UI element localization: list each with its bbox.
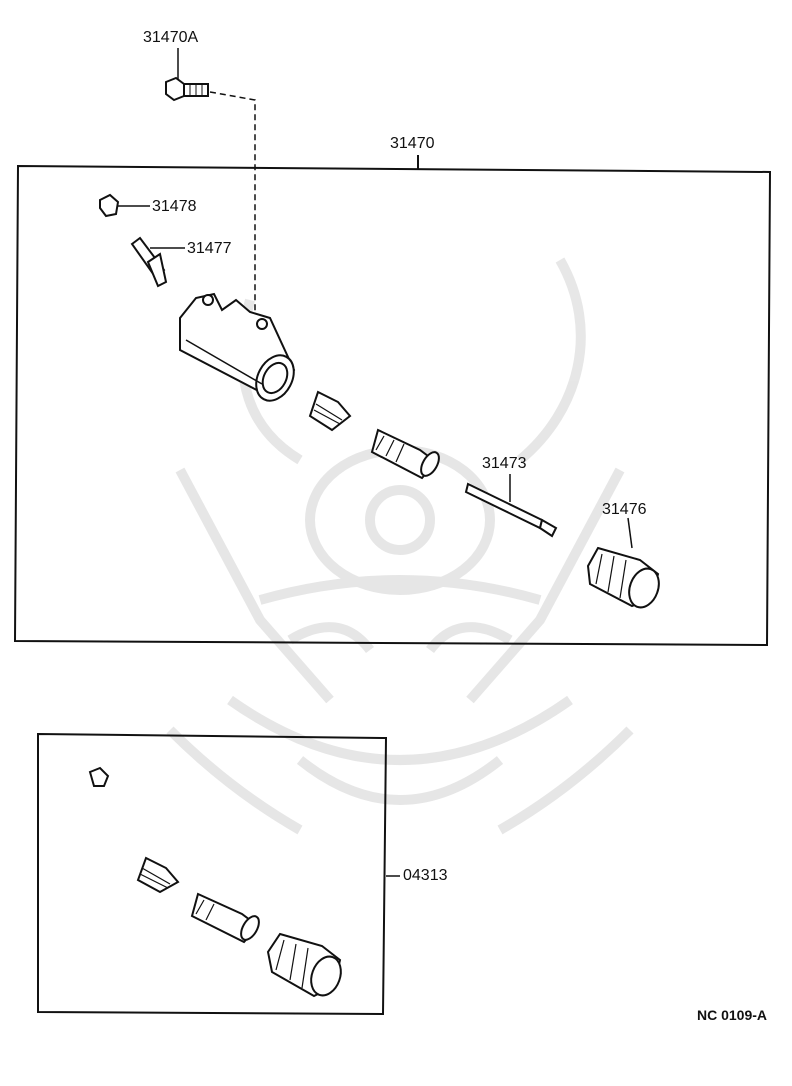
label-04313: 04313 [403,867,448,884]
label-31473: 31473 [482,455,527,472]
kit-box-31470 [13,155,772,647]
boot-31476 [586,517,660,609]
push-rod-31473 [464,474,558,538]
kit-piston [190,892,260,944]
bolt-31470A [165,48,256,320]
kit-cap [88,766,110,787]
label-31476: 31476 [602,501,647,518]
label-31477: 31477 [187,240,232,257]
piston [370,428,440,480]
cup-seal [308,390,352,432]
label-31470A: 31470A [143,29,199,46]
cylinder-body [179,292,296,402]
kit-box-04313 [37,732,400,1016]
diagram-code: NC 0109-A [697,1007,768,1023]
kit-cup-seal [136,856,180,894]
bleeder-plug-31477 [130,236,185,288]
samurai-helmet-watermark [166,257,634,835]
kit-boot [266,932,342,998]
bleeder-cap-31478 [99,193,150,218]
label-31470: 31470 [390,135,435,152]
label-31478: 31478 [152,198,197,215]
